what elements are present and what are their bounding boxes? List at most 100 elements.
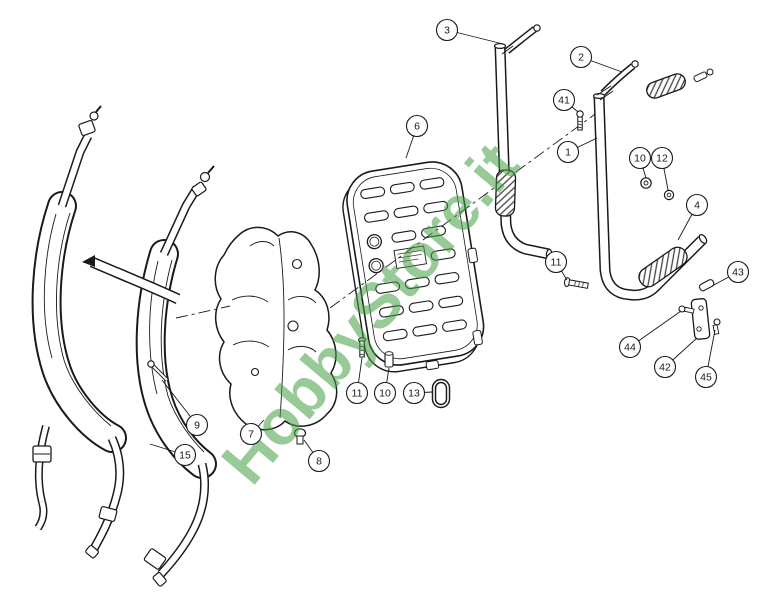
tube-left-grip (494, 169, 517, 217)
callout-7: 7 (239, 419, 265, 446)
back-plate-hook-right (467, 247, 478, 264)
callout-9-label: 9 (194, 420, 200, 432)
back-plate-label (393, 245, 427, 269)
pin-9-head (147, 360, 155, 368)
strap-a-seam-2 (56, 212, 112, 427)
chest-strap-arrow (82, 255, 95, 267)
washer-12-hole (666, 192, 672, 198)
callout-15-label: 15 (179, 450, 191, 462)
callout-10a-label: 10 (634, 153, 646, 165)
callout-8-label: 8 (316, 456, 322, 468)
lever-2-screw (693, 71, 708, 83)
foam-grip-4 (638, 246, 688, 288)
callout-44-label: 44 (624, 342, 636, 354)
assembly-axis-line-straps (175, 305, 231, 319)
back-plate-grommet-2-inner (371, 260, 382, 271)
lever-2-end (631, 60, 639, 68)
callout-1: 1 (556, 137, 598, 164)
tube-main-end-cap (698, 234, 708, 244)
callout-12-label: 12 (656, 153, 668, 165)
back-pad-hole-2 (287, 320, 299, 332)
callout-4-label: 4 (694, 200, 700, 212)
strap-b-seam-1 (149, 260, 159, 395)
strap-b-bottom-webbing-fill (158, 463, 208, 577)
lever-2-clamp-2 (599, 90, 614, 101)
callout-4: 4 (677, 193, 709, 241)
washer-10 (640, 177, 652, 189)
back-plate-hook-lower (472, 329, 483, 346)
back-plate-hook-bottom (425, 359, 440, 371)
back-plate-rim (352, 167, 478, 360)
strap-a-pad-fill (33, 193, 125, 451)
callout-43-label: 43 (732, 267, 744, 279)
strap-a-top-webbing-fill (59, 134, 91, 207)
strap-b-top-buckle (191, 181, 207, 197)
washer-10-hole (643, 180, 649, 186)
strap-left-tip-fill (35, 501, 46, 530)
strap-b-buckle (143, 548, 167, 570)
screw-11-right (563, 277, 589, 289)
lever-2-rubber-grip (646, 73, 686, 99)
callout-1-label: 1 (565, 147, 571, 159)
back-pad-lobe-3 (287, 296, 317, 304)
callout-6: 6 (405, 114, 429, 159)
back-pad-outline (214, 226, 338, 431)
strap-b-top-webbing-fill (161, 186, 200, 256)
lever-2-clamp-1 (596, 85, 612, 96)
back-plate (342, 161, 485, 373)
callout-7-label: 7 (248, 429, 254, 441)
callout-9: 9 (161, 379, 209, 437)
spacer-10-left-top (384, 351, 394, 356)
bracket-assembly (678, 279, 721, 340)
back-plate-grommet-1 (366, 233, 383, 250)
back-pad-lobe-4 (287, 345, 317, 353)
callout-13-label: 13 (408, 388, 420, 400)
spacer-43 (698, 279, 715, 292)
back-plate-slots (360, 177, 467, 342)
pin-9-shaft-fill (152, 365, 168, 381)
callout-6-label: 6 (414, 121, 420, 133)
washer-12 (663, 189, 675, 201)
callout-41-label: 41 (558, 95, 570, 107)
callout-3: 3 (435, 18, 504, 45)
back-pad-center-rib (278, 237, 285, 419)
callout-42: 42 (653, 337, 698, 379)
screw-11-left-shaft (359, 340, 365, 358)
lever-2-screw-head (706, 68, 714, 76)
callout-10b: 10 (373, 367, 397, 405)
harness-straps (31, 105, 217, 587)
callout-11b: 11 (345, 357, 369, 405)
bolt-41-shaft (577, 116, 583, 131)
back-pad-hole-3 (250, 367, 260, 377)
strap-left-tail-fill (36, 425, 49, 503)
strap-b-end-fold (152, 572, 167, 587)
d-ring-13-highlight (433, 380, 449, 407)
callout-12: 12 (650, 146, 674, 191)
plate-hardware (358, 337, 451, 409)
screw-45-shaft (712, 324, 720, 335)
strap-a-seam-1 (43, 213, 57, 359)
callout-45: 45 (694, 329, 718, 389)
callout-3-label: 3 (444, 25, 450, 37)
lever-3-clamp (501, 45, 514, 55)
strap-a-hook-ring (89, 111, 99, 121)
callout-11a-label: 11 (551, 257, 562, 269)
callout-13: 13 (402, 381, 433, 405)
callout-8: 8 (303, 439, 331, 473)
back-pad (214, 226, 338, 445)
back-pad-hole-1 (291, 258, 303, 270)
strap-b-hook-ring (199, 171, 211, 183)
screw-45-head (713, 318, 721, 326)
tube-left-fill (496, 45, 550, 258)
callout-15: 15 (149, 443, 197, 467)
callout-41: 41 (552, 88, 579, 113)
bracket-42-hole-1 (698, 305, 704, 311)
back-pad-lobe-2 (232, 340, 270, 348)
back-plate-grommet-2 (368, 258, 384, 274)
screw-44-shaft (683, 306, 695, 314)
back-pad-lobe-1 (231, 295, 269, 303)
tube-frame (175, 24, 721, 340)
callout-2-label: 2 (578, 52, 584, 64)
strap-a-bottom-webbing-fill (89, 436, 123, 554)
